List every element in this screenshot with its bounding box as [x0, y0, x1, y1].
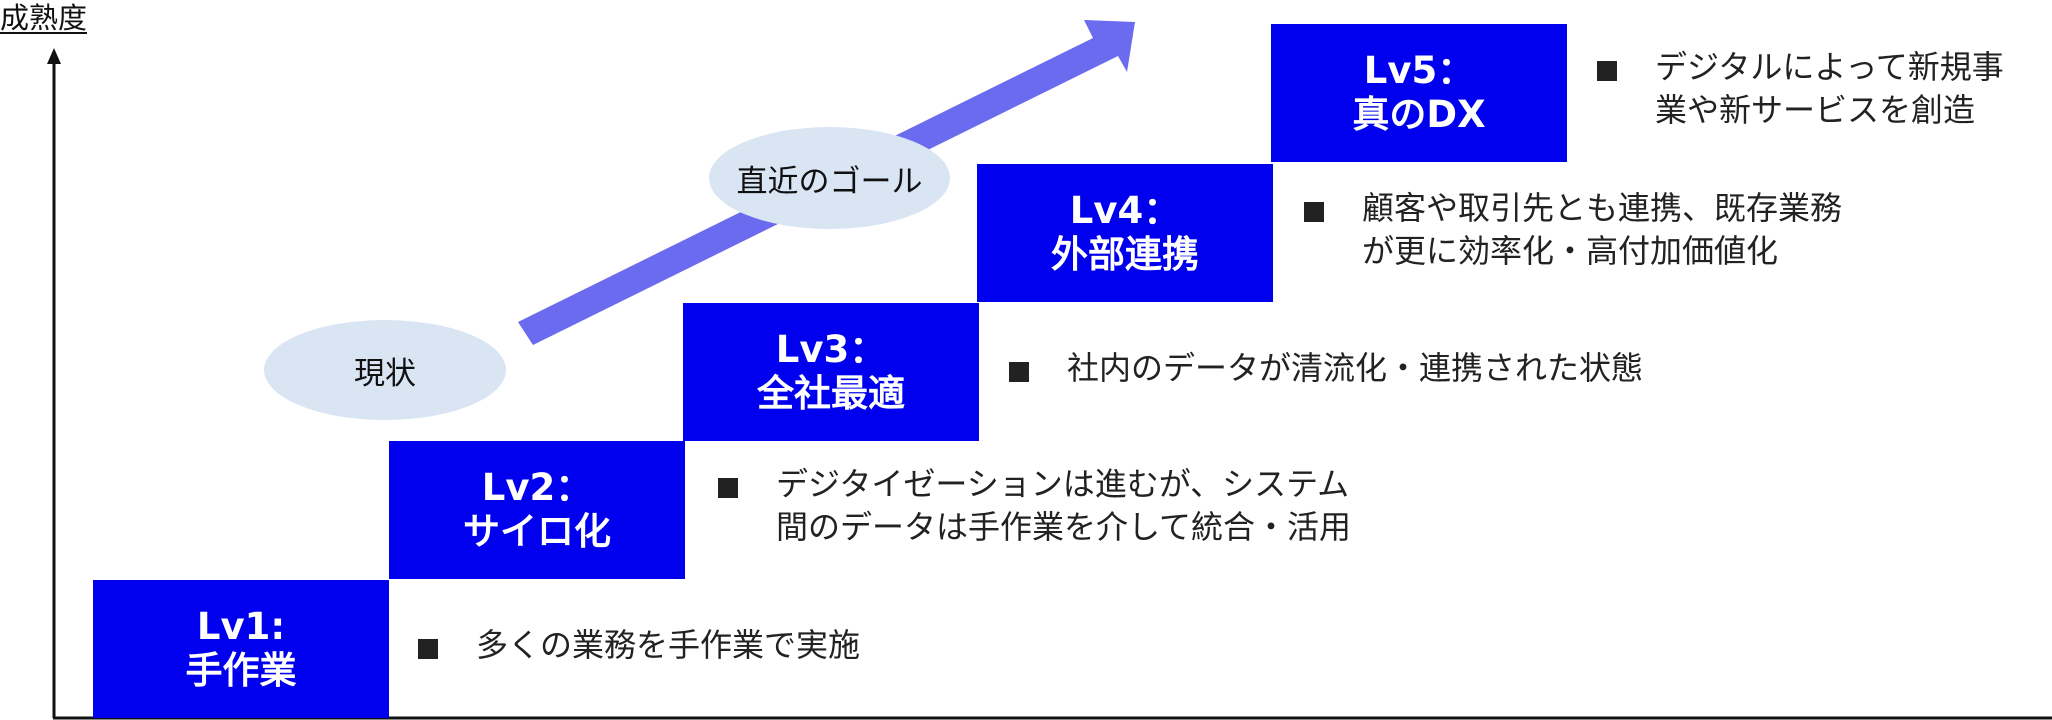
square-bullet-icon [1304, 202, 1324, 222]
square-bullet-icon [418, 639, 438, 659]
level-2-description-line-2: 間のデータは手作業を介して統合・活用 [776, 508, 1352, 546]
level-3-description-line-1: 社内のデータが清流化・連携された状態 [1067, 349, 1644, 387]
level-2-box: Lv2： サイロ化 [389, 441, 685, 579]
level-4-title: Lv4： [1069, 189, 1181, 232]
square-bullet-icon [1597, 61, 1617, 81]
current-state-marker: 現状 [264, 320, 506, 420]
level-5-description-line-2: 業や新サービスを創造 [1655, 91, 1976, 129]
goal-label: 直近のゴール [736, 163, 923, 200]
level-2-name: サイロ化 [463, 510, 611, 553]
level-4-description-line-1: 顧客や取引先とも連携、既存業務 [1362, 189, 1843, 227]
square-bullet-icon [1009, 362, 1029, 382]
level-5-box: Lv5： 真のDX [1271, 24, 1567, 162]
level-3-title: Lv3： [775, 328, 887, 371]
square-bullet-icon [718, 478, 738, 498]
current-state-label: 現状 [354, 355, 416, 392]
y-axis-arrowhead [47, 48, 61, 64]
goal-marker: 直近のゴール [709, 127, 950, 229]
level-1-name: 手作業 [185, 649, 297, 692]
y-axis-title: 成熟度 [0, 1, 88, 35]
level-4-box: Lv4： 外部連携 [977, 164, 1273, 302]
level-5-title: Lv5： [1363, 49, 1475, 92]
level-1-description-line-1: 多くの業務を手作業で実施 [476, 626, 861, 664]
level-1-box: Lv1: 手作業 [93, 580, 389, 718]
level-4-name: 外部連携 [1051, 233, 1199, 276]
level-3-box: Lv3： 全社最適 [683, 303, 979, 441]
level-3-name: 全社最適 [757, 372, 905, 415]
level-2-description-line-1: デジタイゼーションは進むが、システム [776, 465, 1350, 503]
level-2-title: Lv2： [481, 466, 593, 509]
level-4-description-line-2: が更に効率化・高付加価値化 [1362, 232, 1779, 270]
level-5-description-line-1: デジタルによって新規事 [1655, 48, 2004, 86]
level-5-name: 真のDX [1352, 93, 1486, 136]
level-1-title: Lv1: [196, 605, 286, 648]
